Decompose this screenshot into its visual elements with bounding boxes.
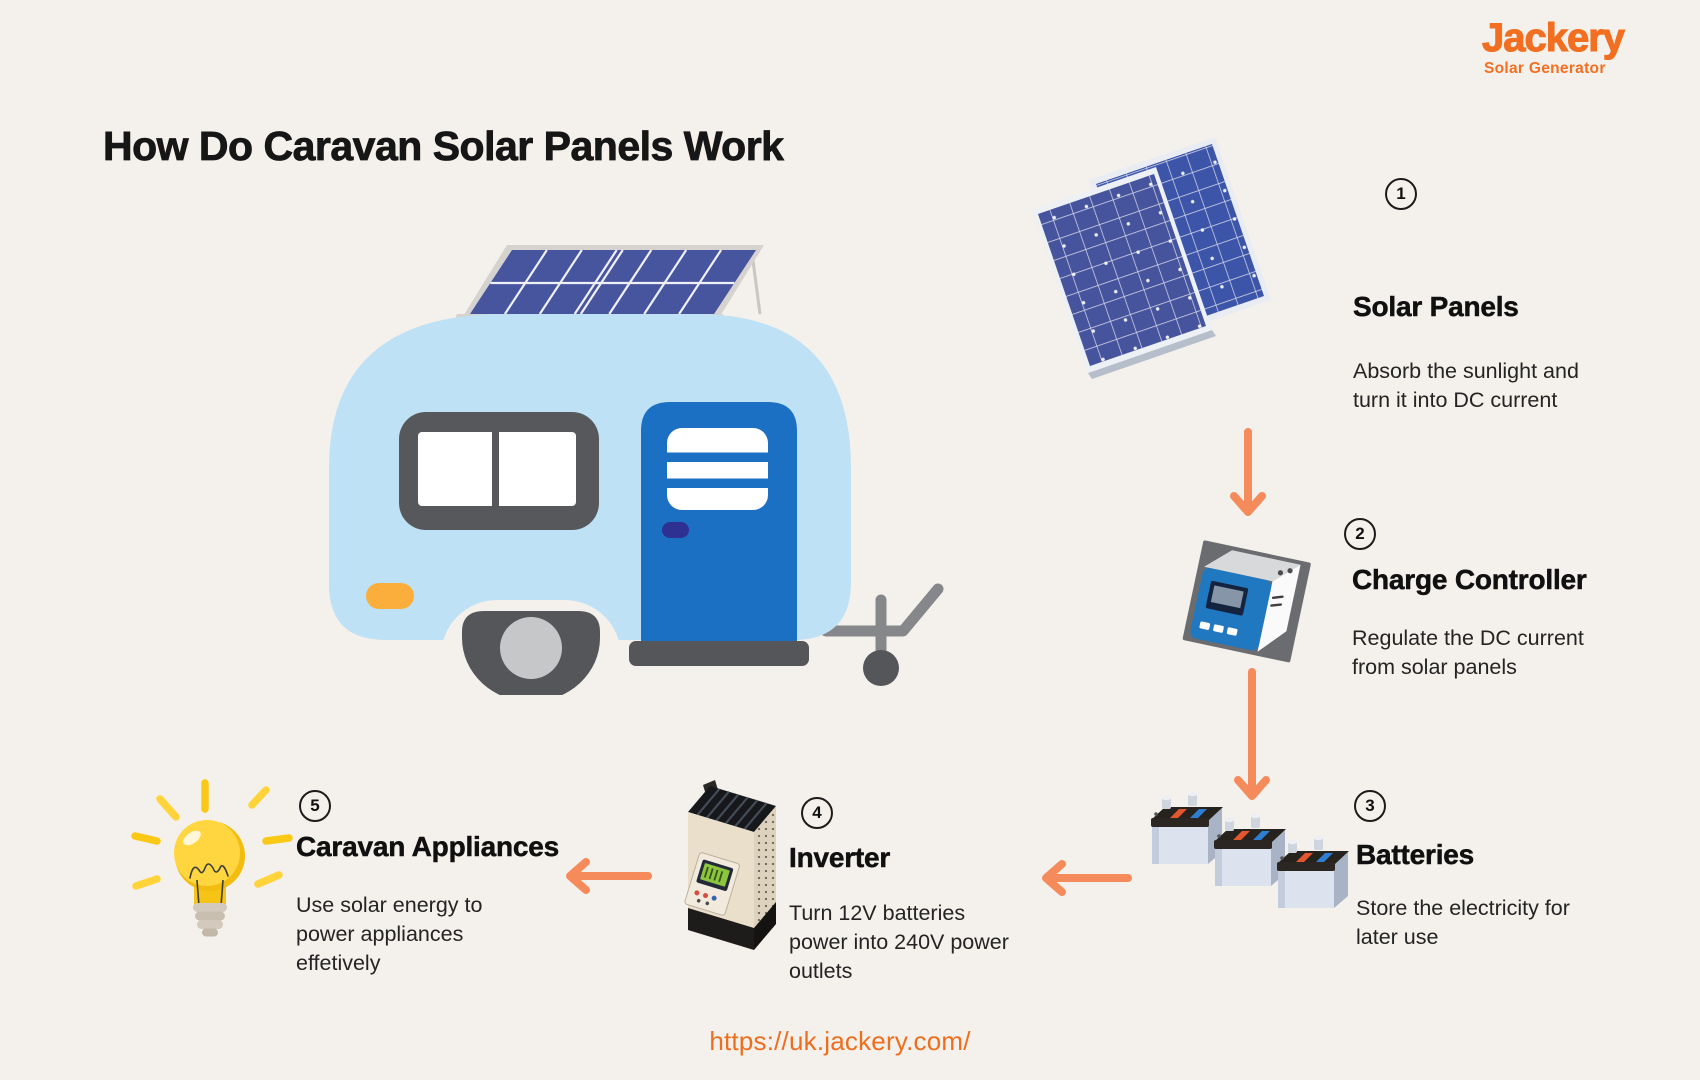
rooftop-solar-panel-icon [456, 245, 764, 323]
step-5-number-badge: 5 [299, 790, 331, 822]
solar-panels-icon [1032, 137, 1271, 379]
step-5-heading: Caravan Appliances [296, 831, 560, 863]
solar-panel-front [1032, 167, 1216, 379]
tow-hitch-icon [820, 583, 944, 686]
step-3-number: 3 [1365, 796, 1375, 815]
arrow-left-batteries-to-inverter-icon [1042, 860, 1132, 896]
step-3-number-badge: 3 [1354, 790, 1386, 822]
step-4-number: 4 [812, 803, 822, 822]
step-2-heading: Charge Controller [1352, 564, 1587, 596]
step-1-number-badge: 1 [1385, 178, 1417, 210]
door-handle [662, 522, 689, 538]
brand-logo: Jackery Solar Generator [1481, 15, 1625, 78]
step-2-number-badge: 2 [1344, 518, 1376, 550]
step-2-number: 2 [1355, 524, 1365, 543]
caravan-window [399, 412, 599, 530]
batteries-icon [1151, 791, 1349, 908]
step-3-heading: Batteries [1356, 839, 1475, 871]
step-4-heading: Inverter [789, 842, 891, 874]
door-step [629, 641, 809, 666]
caravan-icon [329, 245, 944, 695]
step-3-description: Store the electricity for later use [1356, 896, 1570, 949]
battery [1151, 791, 1223, 864]
arrow-down-panels-to-controller-icon [1230, 428, 1266, 516]
step-5-number: 5 [310, 796, 320, 815]
page-title: How Do Caravan Solar Panels Work [103, 123, 785, 170]
caravan-door [641, 402, 797, 641]
step-1-heading: Solar Panels [1353, 291, 1519, 323]
inverter-display [684, 852, 740, 916]
light-bulb-icon [131, 779, 293, 937]
step-4-number-badge: 4 [801, 797, 833, 829]
charge-controller-icon [1182, 540, 1311, 663]
inverter-icon [684, 780, 776, 950]
brand-tagline: Solar Generator [1484, 60, 1606, 77]
step-2-description: Regulate the DC current from solar panel… [1352, 626, 1584, 679]
brand-wordmark: Jackery [1481, 15, 1625, 60]
step-1-number: 1 [1396, 184, 1406, 203]
footer-url[interactable]: https://uk.jackery.com/ [709, 1026, 971, 1056]
step-1-description: Absorb the sunlight and turn it into DC … [1353, 359, 1579, 412]
step-5-description: Use solar energy to power appliances eff… [296, 893, 483, 975]
marker-light [366, 583, 414, 609]
bulb-rays [131, 779, 293, 890]
arrow-left-inverter-to-appliances-icon [566, 858, 652, 894]
wheel-icon [462, 611, 600, 695]
step-4-description: Turn 12V batteries power into 240V power… [789, 901, 1009, 983]
